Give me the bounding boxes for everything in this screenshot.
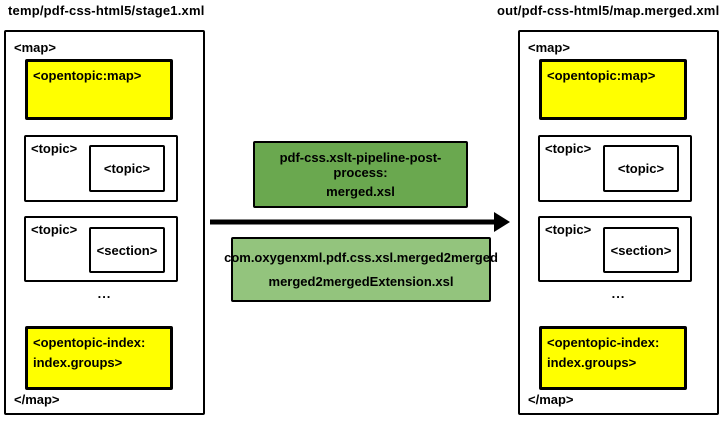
map-open-tag: <map>: [528, 40, 570, 55]
source-file-panel: <map> <opentopic:map> <topic> <topic> <t…: [4, 30, 205, 415]
nested-topic-box: <topic>: [89, 145, 165, 192]
post-process-name: pdf-css.xslt-pipeline-post-process:: [279, 149, 442, 180]
extension-xsl-box: com.oxygenxml.pdf.css.xsl.merged2merged …: [224, 237, 498, 302]
nested-topic-box: <topic>: [603, 145, 679, 192]
opentopic-map-box: <opentopic:map>: [539, 59, 687, 120]
source-file-title: temp/pdf-css-html5/stage1.xml: [8, 3, 205, 18]
ellipsis-more-content: ...: [611, 286, 626, 301]
topic-group: <topic> <section>: [538, 216, 692, 282]
post-process-xsl-box: pdf-css.xslt-pipeline-post-process: merg…: [253, 141, 468, 208]
topic-group: <topic> <topic>: [24, 135, 178, 202]
opentopic-index-line1: <opentopic-index:: [547, 335, 660, 350]
nested-section-box: <section>: [603, 227, 679, 273]
opentopic-index-line2: index.groups>: [33, 354, 123, 370]
opentopic-index-box: <opentopic-index: index.groups>: [25, 326, 173, 390]
flow-right-arrow-icon: [210, 212, 510, 232]
topic-group: <topic> <section>: [24, 216, 178, 282]
extension-stylesheet: merged2mergedExtension.xsl: [268, 274, 454, 289]
post-process-stylesheet: merged.xsl: [326, 184, 395, 200]
map-open-tag: <map>: [14, 40, 56, 55]
output-file-title: out/pdf-css-html5/map.merged.xml: [497, 3, 720, 18]
topic-open-tag: <topic>: [545, 222, 592, 237]
map-close-tag: </map>: [14, 392, 60, 407]
topic-group: <topic> <topic>: [538, 135, 692, 202]
topic-open-tag: <topic>: [545, 141, 592, 156]
topic-open-tag: <topic>: [31, 222, 78, 237]
map-close-tag: </map>: [528, 392, 574, 407]
opentopic-index-line2: index.groups>: [547, 354, 637, 370]
opentopic-map-box: <opentopic:map>: [25, 59, 173, 120]
ellipsis-more-content: ...: [97, 286, 112, 301]
topic-open-tag: <topic>: [31, 141, 78, 156]
extension-package-name: com.oxygenxml.pdf.css.xsl.merged2merged: [224, 250, 498, 265]
opentopic-index-line1: <opentopic-index:: [33, 335, 146, 350]
opentopic-index-box: <opentopic-index: index.groups>: [539, 326, 687, 390]
nested-section-box: <section>: [89, 227, 165, 273]
output-file-panel: <map> <opentopic:map> <topic> <topic> <t…: [518, 30, 719, 415]
